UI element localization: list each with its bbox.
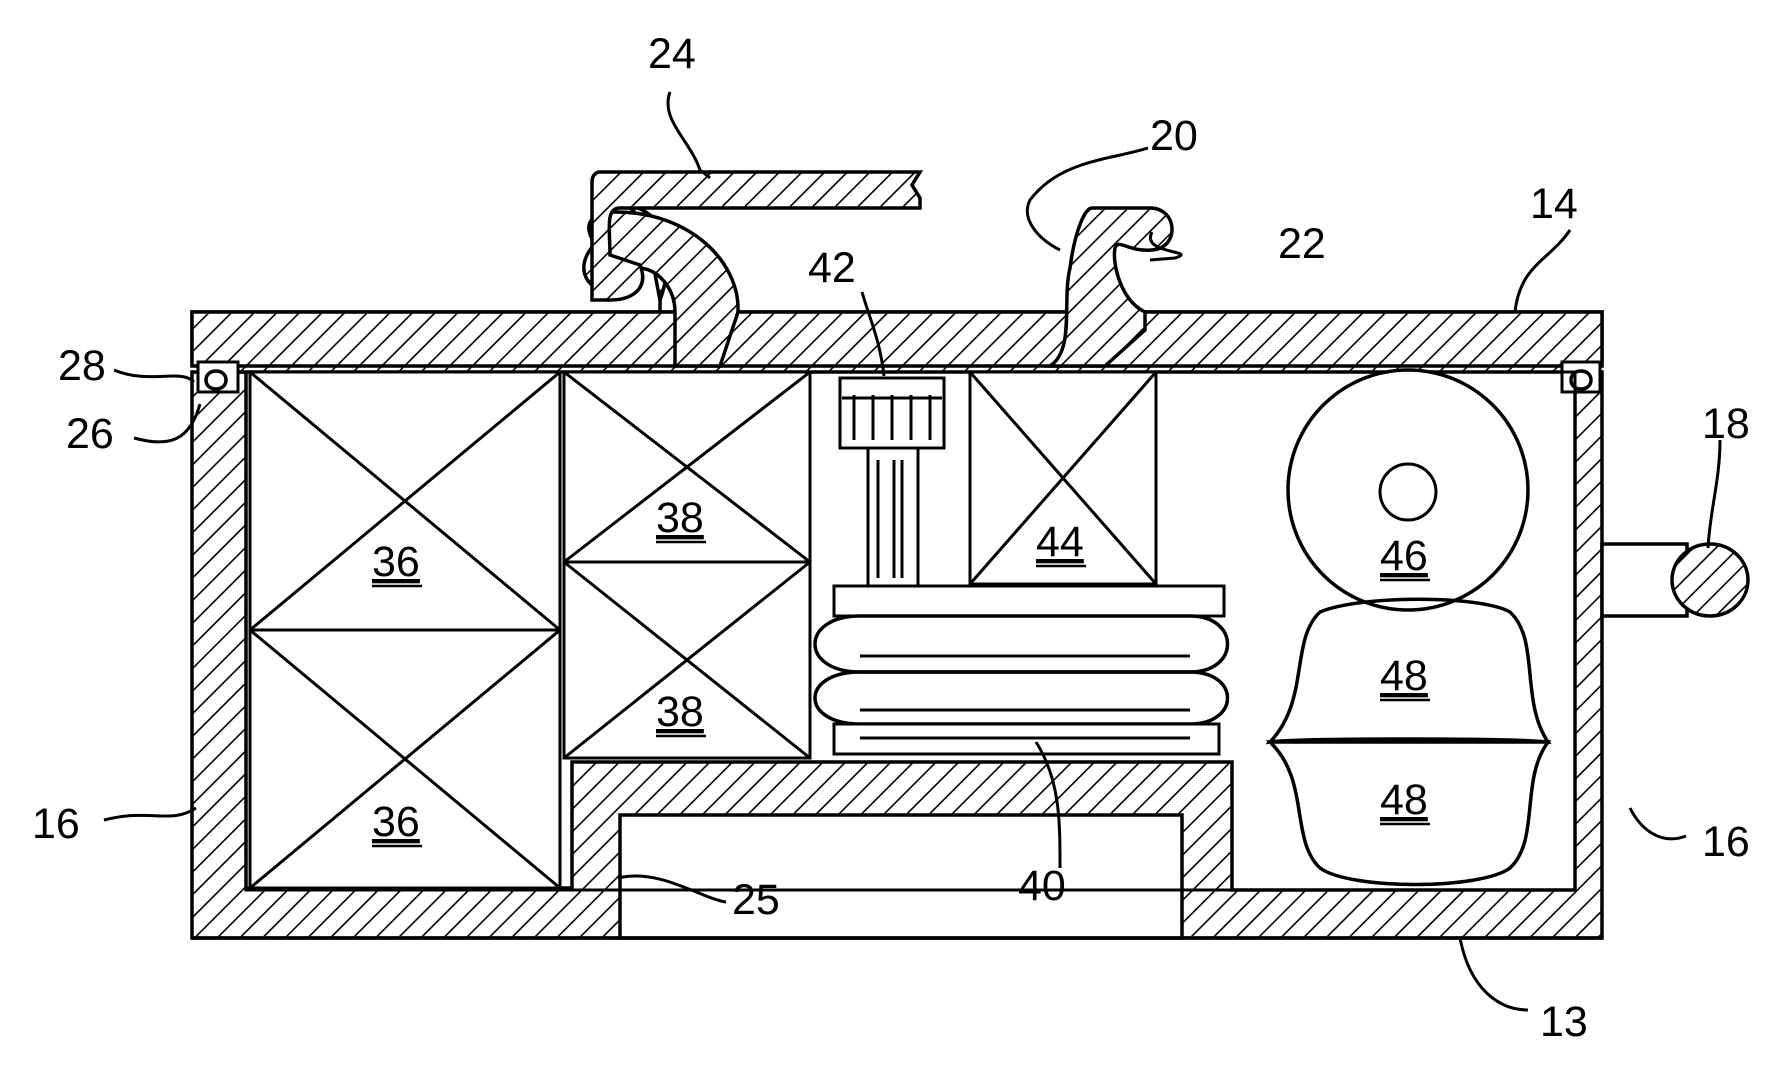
component-36-bottom: [250, 630, 560, 888]
label-28: 28: [58, 342, 106, 390]
label-25: 25: [732, 876, 780, 924]
component-label-38-bottom: 38: [656, 688, 704, 736]
label-14: 14: [1530, 180, 1578, 228]
label-42: 42: [808, 244, 856, 292]
label-20: 20: [1150, 112, 1198, 160]
component-36-top: [250, 372, 560, 630]
label-24: 24: [648, 30, 696, 78]
label-16-left: 16: [32, 800, 80, 848]
label-22: 22: [1278, 220, 1326, 268]
component-40-coil: [815, 586, 1228, 754]
component-label-38-top: 38: [656, 494, 704, 542]
label-16-right: 16: [1702, 818, 1750, 866]
component-label-44: 44: [1036, 518, 1084, 566]
component-label-46: 46: [1380, 532, 1428, 580]
label-18: 18: [1702, 400, 1750, 448]
component-42: [840, 378, 944, 586]
label-26: 26: [66, 410, 114, 458]
label-13: 13: [1540, 998, 1588, 1046]
component-label-36-top: 36: [372, 538, 420, 586]
component-label-48-top: 48: [1380, 652, 1428, 700]
component-48-pair: [1270, 599, 1548, 884]
component-label-48-bottom: 48: [1380, 776, 1428, 824]
label-40: 40: [1018, 862, 1066, 910]
component-label-36-bottom: 36: [372, 798, 420, 846]
handle-18: [1602, 544, 1748, 616]
base-recess-25: [620, 815, 1182, 938]
